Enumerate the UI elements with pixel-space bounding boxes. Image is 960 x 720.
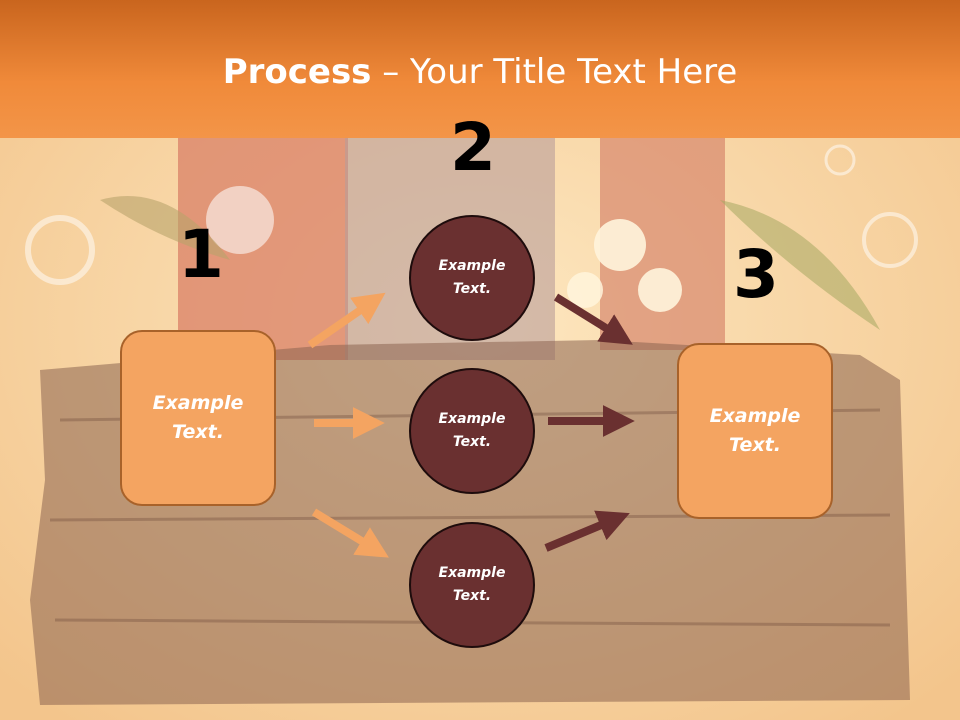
step-number-3: 3 [733,236,779,313]
process-circle-middle: Example Text. [409,368,535,494]
process-circle-bottom: Example Text. [409,522,535,648]
step-number-1: 1 [178,216,224,293]
arrow-left-to-bottom [311,508,389,558]
right-box-label: Example Text. [709,405,801,456]
slide-title: Process – Your Title Text Here [0,52,960,92]
circle-middle-label: Example Text. [438,411,506,450]
title-bold: Process [222,52,372,92]
title-rest: – Your Title Text Here [371,52,738,92]
title-bar: Process – Your Title Text Here [0,0,960,138]
arrow-bottom-to-right [544,510,630,552]
circle-bottom-label: Example Text. [438,565,506,604]
arrow-left-to-top [307,292,386,349]
step-number-2: 2 [450,109,496,186]
left-box-label: Example Text. [152,392,244,443]
arrow-top-to-right [553,293,633,345]
left-process-box: Example Text. [120,330,276,506]
right-process-box: Example Text. [677,343,833,519]
process-circle-top: Example Text. [409,215,535,341]
circle-top-label: Example Text. [438,258,506,297]
